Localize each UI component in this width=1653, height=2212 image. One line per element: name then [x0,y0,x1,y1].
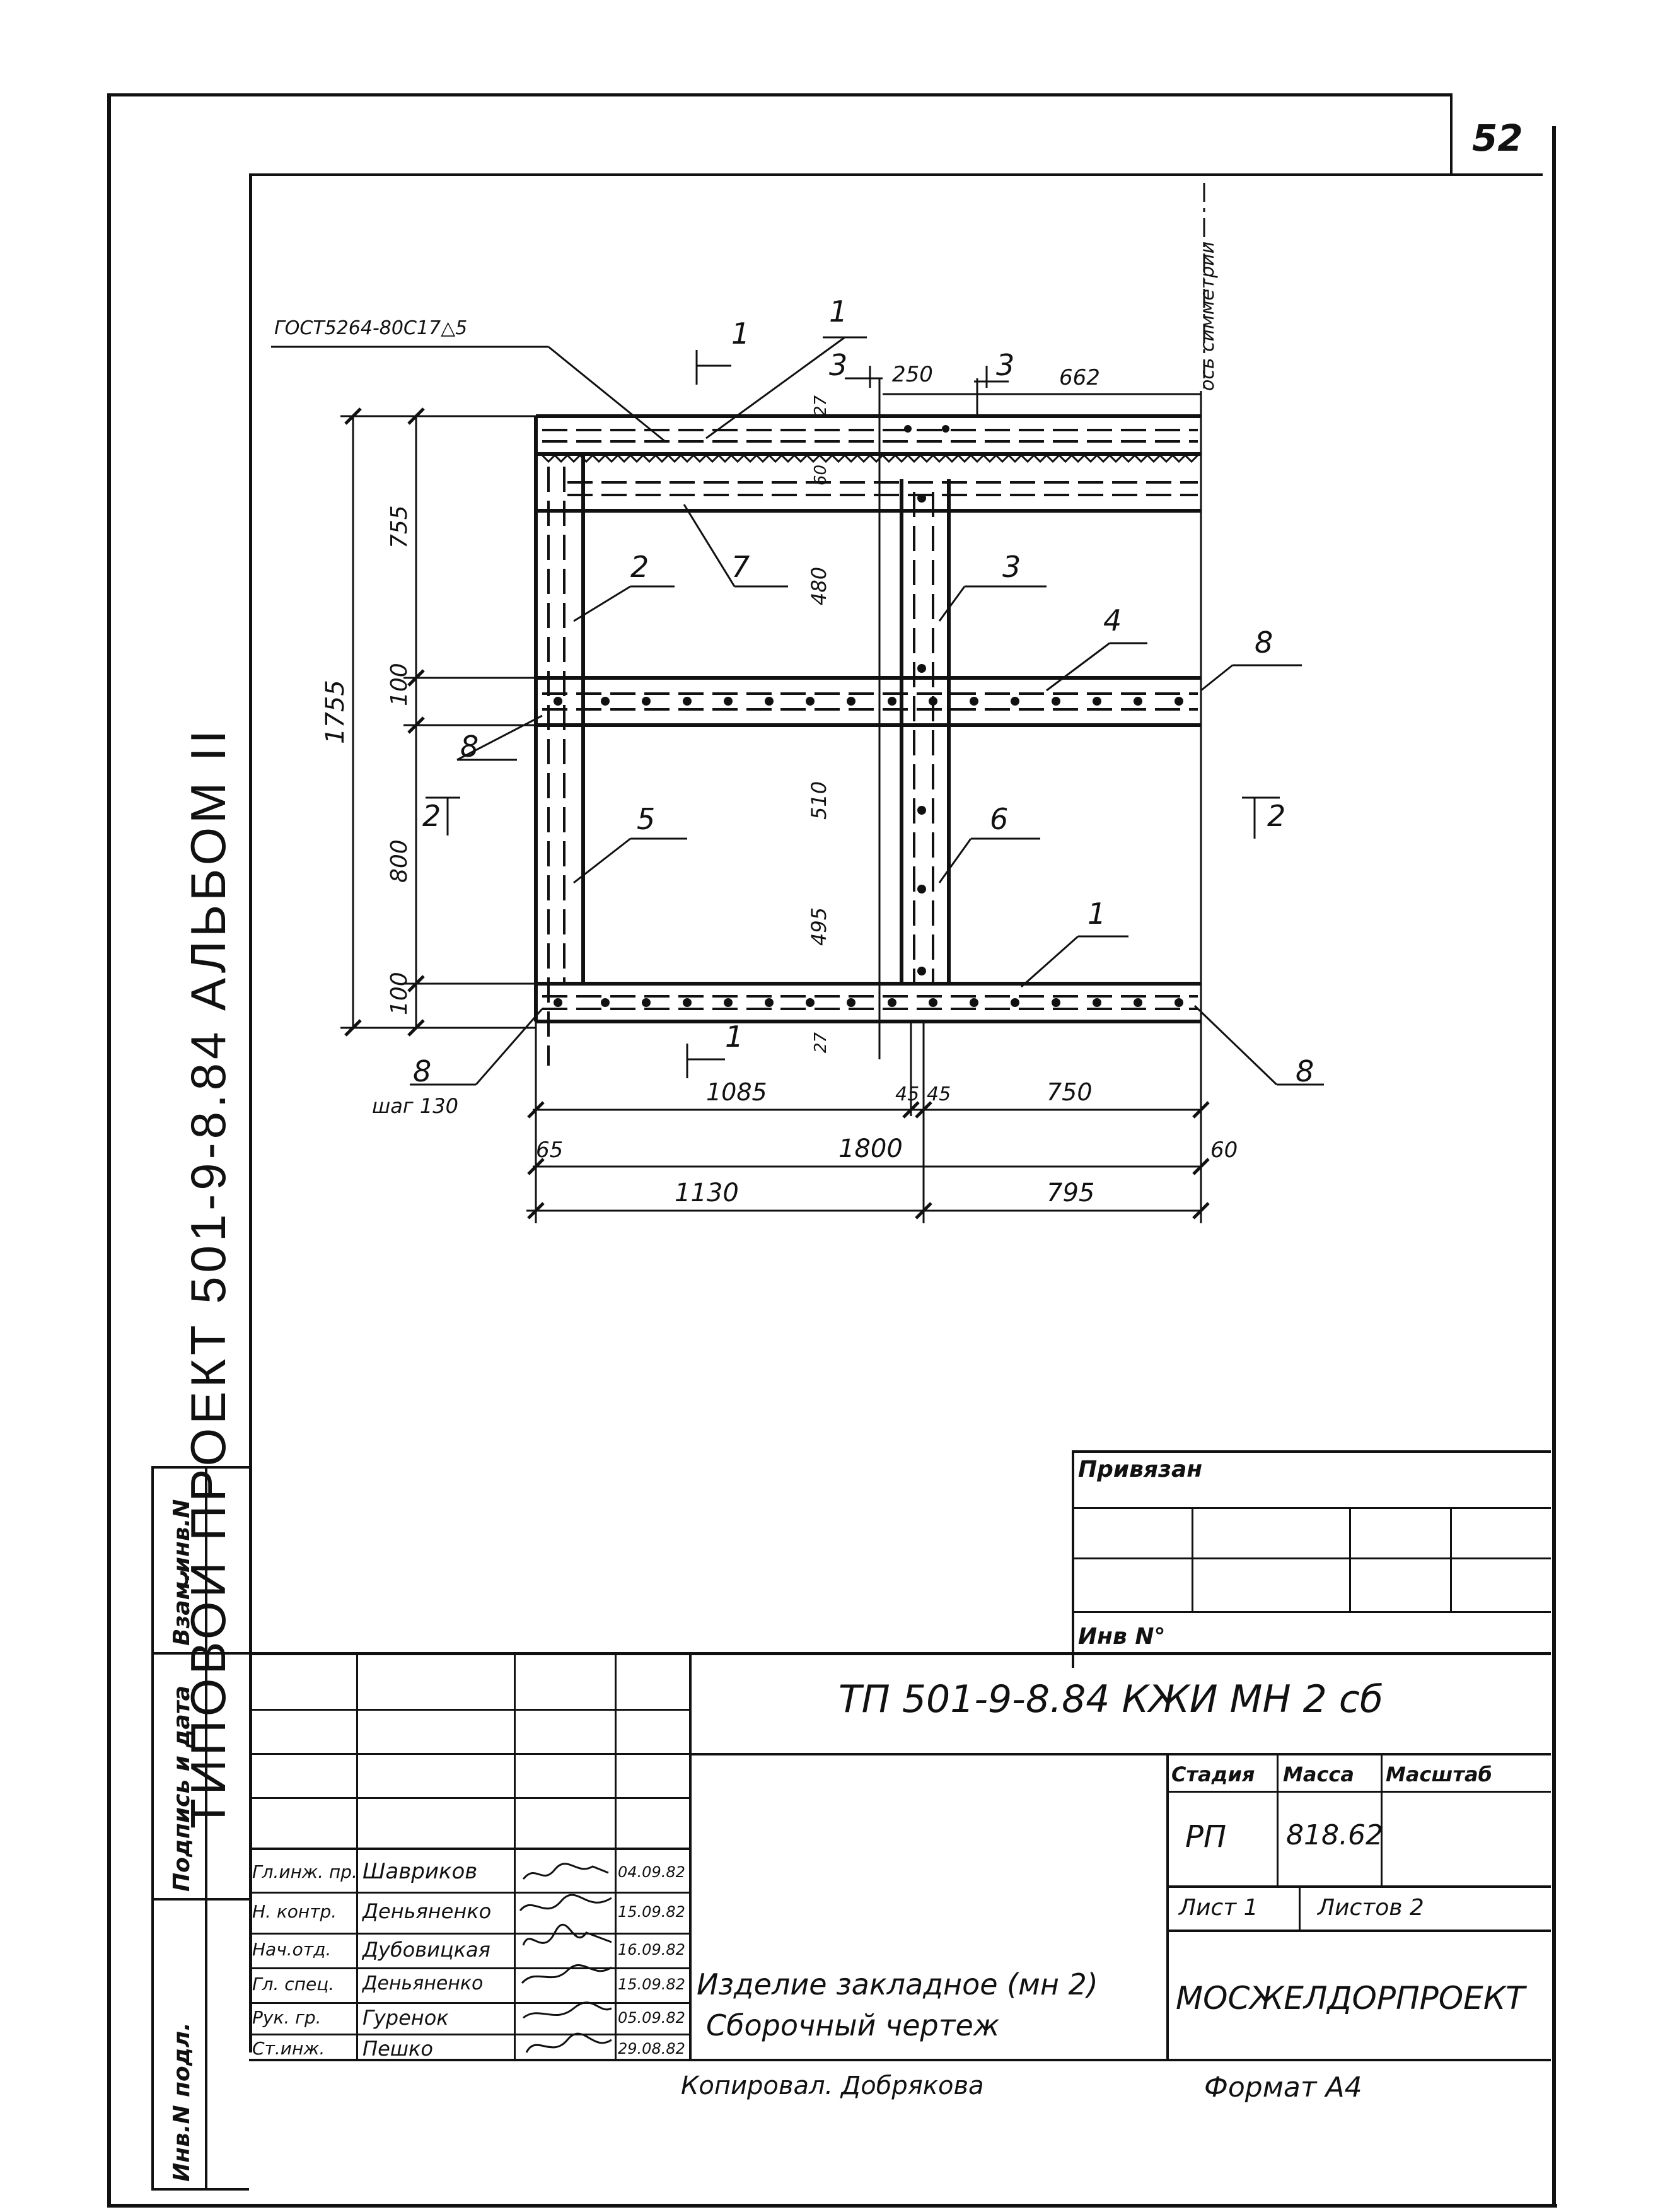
callout-8-left-bottom: 8 [413,1054,431,1088]
signatures [519,1863,612,2053]
section-mark-2-left: 2 [422,799,441,833]
signer-name: Деньяненко [362,1972,484,1994]
signer-date: 05.09.82 [618,2009,685,2027]
copied-by: Копировал. Добрякова [681,2071,984,2100]
callout-1-top: 1 [829,294,847,329]
callout-2: 2 [630,550,649,584]
dim-755: 755 [386,505,412,549]
dim-1130: 1130 [675,1179,739,1208]
inner-frame-top [249,173,1543,176]
dim-27b: 27 [811,1032,830,1053]
studs-post [904,425,949,975]
sheet-number-box-left [1450,93,1453,174]
dim-100b: 100 [386,972,412,1015]
inv-no-label: Инв N° [1078,1624,1166,1650]
dim-60: 60 [1210,1138,1238,1163]
callout-8-right-bottom: 8 [1296,1054,1314,1088]
product-name-1: Изделие закладное (мн 2) [697,1967,1098,2001]
side-stamp-label-inv: Инв.N подл. [169,2022,195,2182]
sheet-number: 52 [1472,117,1523,160]
organization: МОСЖЕЛДОРПРОЕКТ [1176,1980,1525,2017]
signer-date: 16.09.82 [618,1941,685,1959]
inner-frame-left [249,173,252,2052]
section-mark-2-right: 2 [1267,799,1285,833]
dim-795: 795 [1047,1179,1094,1208]
privyazan-label: Привязан [1078,1457,1203,1482]
dim-250: 250 [892,362,933,387]
callout-7: 7 [731,550,750,584]
dim-662: 662 [1059,365,1100,390]
callout-8-right-mid: 8 [1255,626,1273,660]
dim-510: 510 [807,781,831,820]
product-name-2: Сборочный чертеж [706,2008,1000,2042]
studs-bottom [554,998,1183,1007]
callout-6: 6 [990,802,1008,836]
signer-date: 15.09.82 [618,1976,685,1993]
callout-5: 5 [637,802,655,836]
signer-role: Гл.инж. пр. [252,1861,357,1882]
signer-date: 04.09.82 [618,1863,685,1881]
side-stamp-labels: Инв.N подл. Подпись и дата Взам.инв.N [169,1499,195,2182]
frame-right [1552,126,1556,2207]
side-stamp-label-sign: Подпись и дата [169,1685,195,1892]
dim-800: 800 [386,839,412,883]
section-mark-1-top: 1 [731,317,750,351]
side-stamp-label-vzam: Взам.инв.N [169,1499,195,1646]
dim-60-small: 60 [811,465,830,486]
dim-495: 495 [807,907,831,946]
stage-value: РП [1185,1819,1227,1854]
callout-1-bottom: 1 [1088,897,1106,931]
sheet-label: Лист 1 [1179,1895,1258,1921]
section-mark-3-left: 3 [829,348,847,382]
signer-date: 29.08.82 [618,2040,685,2058]
dim-1755: 1755 [321,680,350,744]
signer-role: Н. контр. [252,1901,337,1922]
callout-4: 4 [1103,603,1122,637]
signer-role: Ст.инж. [252,2038,325,2059]
signer-name: Деньяненко [362,1899,492,1923]
signer-role: Гл. спец. [252,1974,335,1994]
symmetry-axis-label: ось симметрии [1197,242,1219,391]
frame-left [107,95,111,2207]
section-mark-1-bottom: 1 [725,1020,743,1054]
sheets-label: Листов 2 [1318,1895,1424,1921]
signer-name: Гуренок [362,2006,449,2030]
dim-750: 750 [1047,1078,1093,1106]
signer-date: 15.09.82 [618,1903,685,1921]
mass-label: Масса [1283,1762,1354,1786]
callout-8-left-mid: 8 [460,730,478,764]
dim-27a: 27 [811,395,830,416]
frame-top [107,93,1450,96]
dim-1800: 1800 [838,1134,903,1163]
stage-label: Стадия [1171,1762,1255,1786]
weld-seam [541,453,1199,463]
dim-65: 65 [536,1138,563,1163]
studs-middle [554,697,1183,706]
signer-name: Пешко [362,2037,433,2061]
pitch-note: шаг 130 [372,1094,458,1118]
signer-role: Нач.отд. [252,1939,332,1960]
dim-45a: 45 [895,1083,919,1105]
assembly-drawing: ГОСТ5264-80С17△5 ось симметрии шаг 130 1… [271,183,1324,1223]
doc-code: ТП 501-9-8.84 КЖИ МН 2 сб [838,1677,1383,1721]
dim-480: 480 [807,567,831,605]
section-mark-3-right: 3 [996,348,1014,382]
signer-name: Дубовицкая [362,1938,490,1962]
dim-45b: 45 [927,1083,951,1105]
frame-bottom [107,2204,1557,2208]
callout-3: 3 [1002,550,1021,584]
paper-format: Формат А4 [1204,2071,1362,2104]
dim-1085: 1085 [706,1078,767,1106]
signer-name: Шавриков [362,1859,478,1884]
dim-100a: 100 [386,663,412,706]
weld-note: ГОСТ5264-80С17△5 [274,317,467,339]
scale-label: Масштаб [1386,1762,1492,1786]
mass-value: 818.62 [1286,1819,1383,1851]
signer-role: Рук. гр. [252,2007,322,2028]
